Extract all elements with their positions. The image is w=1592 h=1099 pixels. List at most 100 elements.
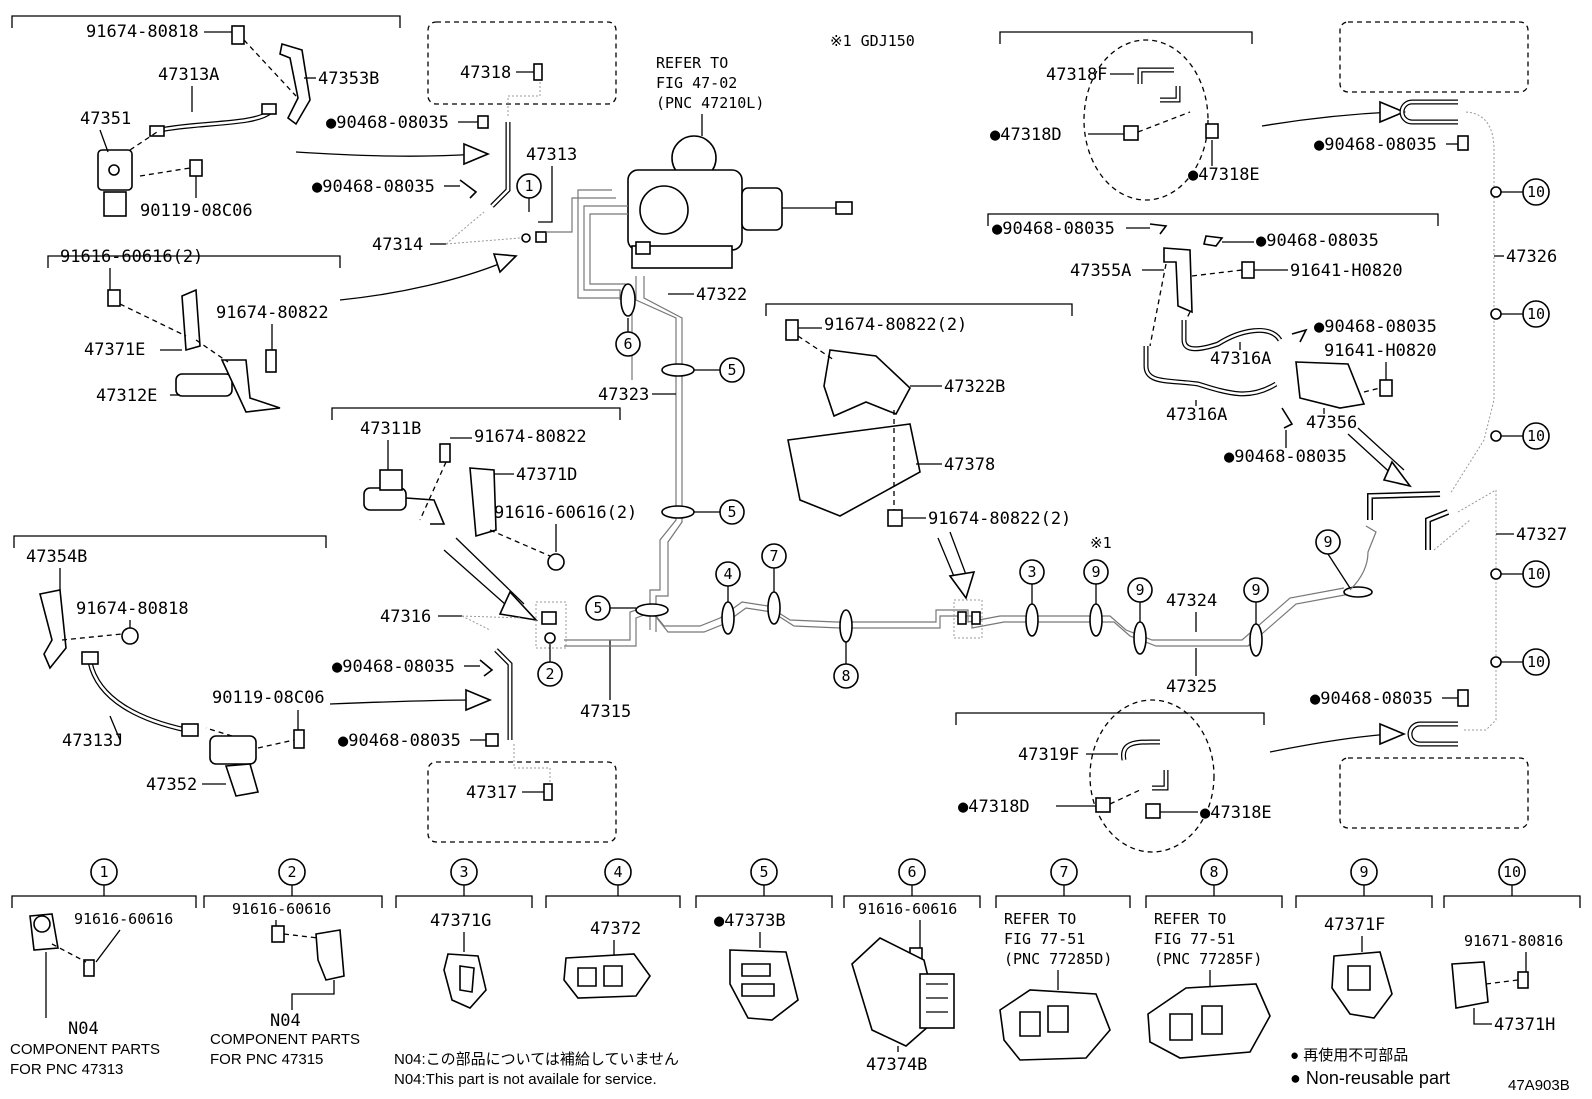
footnote-n04-jp: N04:この部品については補給していません	[394, 1051, 679, 1068]
refer-fig-47-line1: REFER TO	[656, 54, 728, 72]
label-47314: 47314	[372, 235, 423, 255]
clamp-4	[721, 601, 735, 635]
svg-text:9: 9	[1091, 563, 1100, 581]
part-47318F-hose	[1137, 67, 1181, 103]
clamp-9-a	[1089, 603, 1103, 637]
bolt-91674-80822-c	[785, 319, 799, 341]
label-47318E-b: ●47318E	[1200, 803, 1272, 823]
label-90468-08035-f: ●90468-08035	[992, 219, 1115, 239]
svg-text:1: 1	[524, 177, 533, 195]
label-47318F: 47318F	[1046, 65, 1107, 85]
label-47318: 47318	[460, 63, 511, 83]
svg-text:47372: 47372	[590, 919, 641, 939]
label-90119-08C06-a: 90119-08C06	[140, 201, 253, 221]
pipe-47323-a	[635, 276, 677, 630]
clamp-6-top	[620, 283, 636, 317]
clip-90468-08035-d	[485, 733, 499, 747]
clip-90468-08035-i	[1281, 407, 1294, 429]
svg-text:N04: N04	[68, 1019, 99, 1039]
label-47316A-b: 47316A	[1166, 405, 1227, 425]
bolt-47318D-a	[1123, 125, 1139, 141]
label-91674-80818-b: 91674-80818	[76, 599, 189, 619]
rear-hose-left	[1367, 491, 1441, 520]
label-91674-80818-a: 91674-80818	[86, 22, 199, 42]
refer-fig-47-line3: (PNC 47210L)	[656, 94, 764, 112]
svg-text:47374B: 47374B	[866, 1055, 927, 1075]
part-47378-cover	[787, 423, 921, 517]
part-47322B-bracket	[823, 349, 911, 418]
label-47322B: 47322B	[944, 377, 1005, 397]
bolt-91641-H0820-a	[1241, 261, 1255, 279]
label-47315: 47315	[580, 702, 631, 722]
svg-text:47371G: 47371G	[430, 911, 491, 931]
legend-item-6: 6 91616-60616 47374B	[843, 858, 981, 1075]
clip-90468-08035-g	[1203, 235, 1224, 247]
label-47318D-b: ●47318D	[958, 797, 1030, 817]
pipe-u-bottom	[1407, 721, 1458, 747]
bolt-91674-80822-b	[439, 443, 451, 463]
bolt-91674-80822-d	[887, 509, 903, 527]
svg-text:5: 5	[727, 361, 736, 379]
label-47371E: 47371E	[84, 340, 145, 360]
svg-text:5: 5	[727, 503, 736, 521]
svg-text:6: 6	[623, 335, 632, 353]
svg-text:REFER TO: REFER TO	[1154, 910, 1226, 928]
label-47352: 47352	[146, 775, 197, 795]
clamp-9-c	[1249, 623, 1263, 657]
part-47316A-hose-a	[1181, 320, 1283, 352]
clip-90468-08035-b	[459, 179, 478, 199]
clip-90468-08035-h	[1291, 328, 1308, 343]
label-47318D-a: ●47318D	[990, 125, 1062, 145]
svg-text:47371F: 47371F	[1324, 915, 1385, 935]
label-47353B: 47353B	[318, 69, 379, 89]
pipe-47327	[1457, 489, 1497, 731]
clip-90468-08035-c	[479, 659, 494, 677]
label-47371D: 47371D	[516, 465, 577, 485]
pipe-47325	[564, 593, 1351, 647]
group-bracket-47313A	[11, 15, 401, 28]
label-47318E-a: ●47318E	[1188, 165, 1260, 185]
svg-text:10: 10	[1527, 427, 1545, 445]
label-91641-H0820-a: 91641-H0820	[1290, 261, 1403, 281]
legend-item-7: 7 REFER TO FIG 77-51 (PNC 77285D)	[995, 858, 1131, 1061]
svg-text:FOR PNC 47315: FOR PNC 47315	[210, 1051, 323, 1068]
svg-text:●47373B: ●47373B	[714, 911, 786, 931]
bolt-90119-08C06-b	[293, 729, 305, 749]
svg-text:FIG 77-51: FIG 77-51	[1004, 930, 1085, 948]
label-90119-08C06-b: 90119-08C06	[212, 688, 325, 708]
label-90468-08035-h: ●90468-08035	[1314, 317, 1437, 337]
svg-text:REFER TO: REFER TO	[1004, 910, 1076, 928]
clamp-7	[767, 591, 781, 625]
svg-text:9: 9	[1359, 863, 1368, 881]
svg-text:FIG 77-51: FIG 77-51	[1154, 930, 1235, 948]
part-47312E-valve	[175, 373, 233, 397]
clamp-3	[1025, 603, 1039, 637]
clamp-9-d	[1343, 586, 1373, 598]
label-47325: 47325	[1166, 677, 1217, 697]
part-47353B-bracket	[279, 42, 311, 126]
bolt-91674-80822-a	[265, 349, 277, 373]
group-bracket-47318F	[999, 31, 1253, 44]
group-bracket-47371E	[47, 255, 341, 268]
part-47352-valve	[209, 735, 260, 797]
label-91616-60616-2a: 91616-60616(2)	[60, 247, 203, 267]
svg-text:10: 10	[1527, 305, 1545, 323]
svg-text:10: 10	[1527, 565, 1545, 583]
diagram-code: 47A903B	[1508, 1077, 1570, 1094]
label-91674-80822-a: 91674-80822	[216, 303, 329, 323]
label-47319F: 47319F	[1018, 745, 1079, 765]
label-47324: 47324	[1166, 591, 1217, 611]
part-47356-bracket	[1295, 361, 1366, 409]
label-47378: 47378	[944, 455, 995, 475]
pipe-47323-b	[643, 276, 683, 632]
svg-text:2: 2	[545, 665, 554, 683]
legend-item-5: 5 ●47373B	[695, 858, 833, 1021]
label-47323: 47323	[598, 385, 649, 405]
clamp-8	[839, 609, 853, 643]
dashed-box-top-right	[1339, 21, 1529, 93]
label-47311B: 47311B	[360, 419, 421, 439]
part-47311B-valve	[363, 469, 446, 525]
svg-text:9: 9	[1323, 533, 1332, 551]
dashed-box-47317	[427, 761, 617, 843]
label-47316A-a: 47316A	[1210, 349, 1271, 369]
